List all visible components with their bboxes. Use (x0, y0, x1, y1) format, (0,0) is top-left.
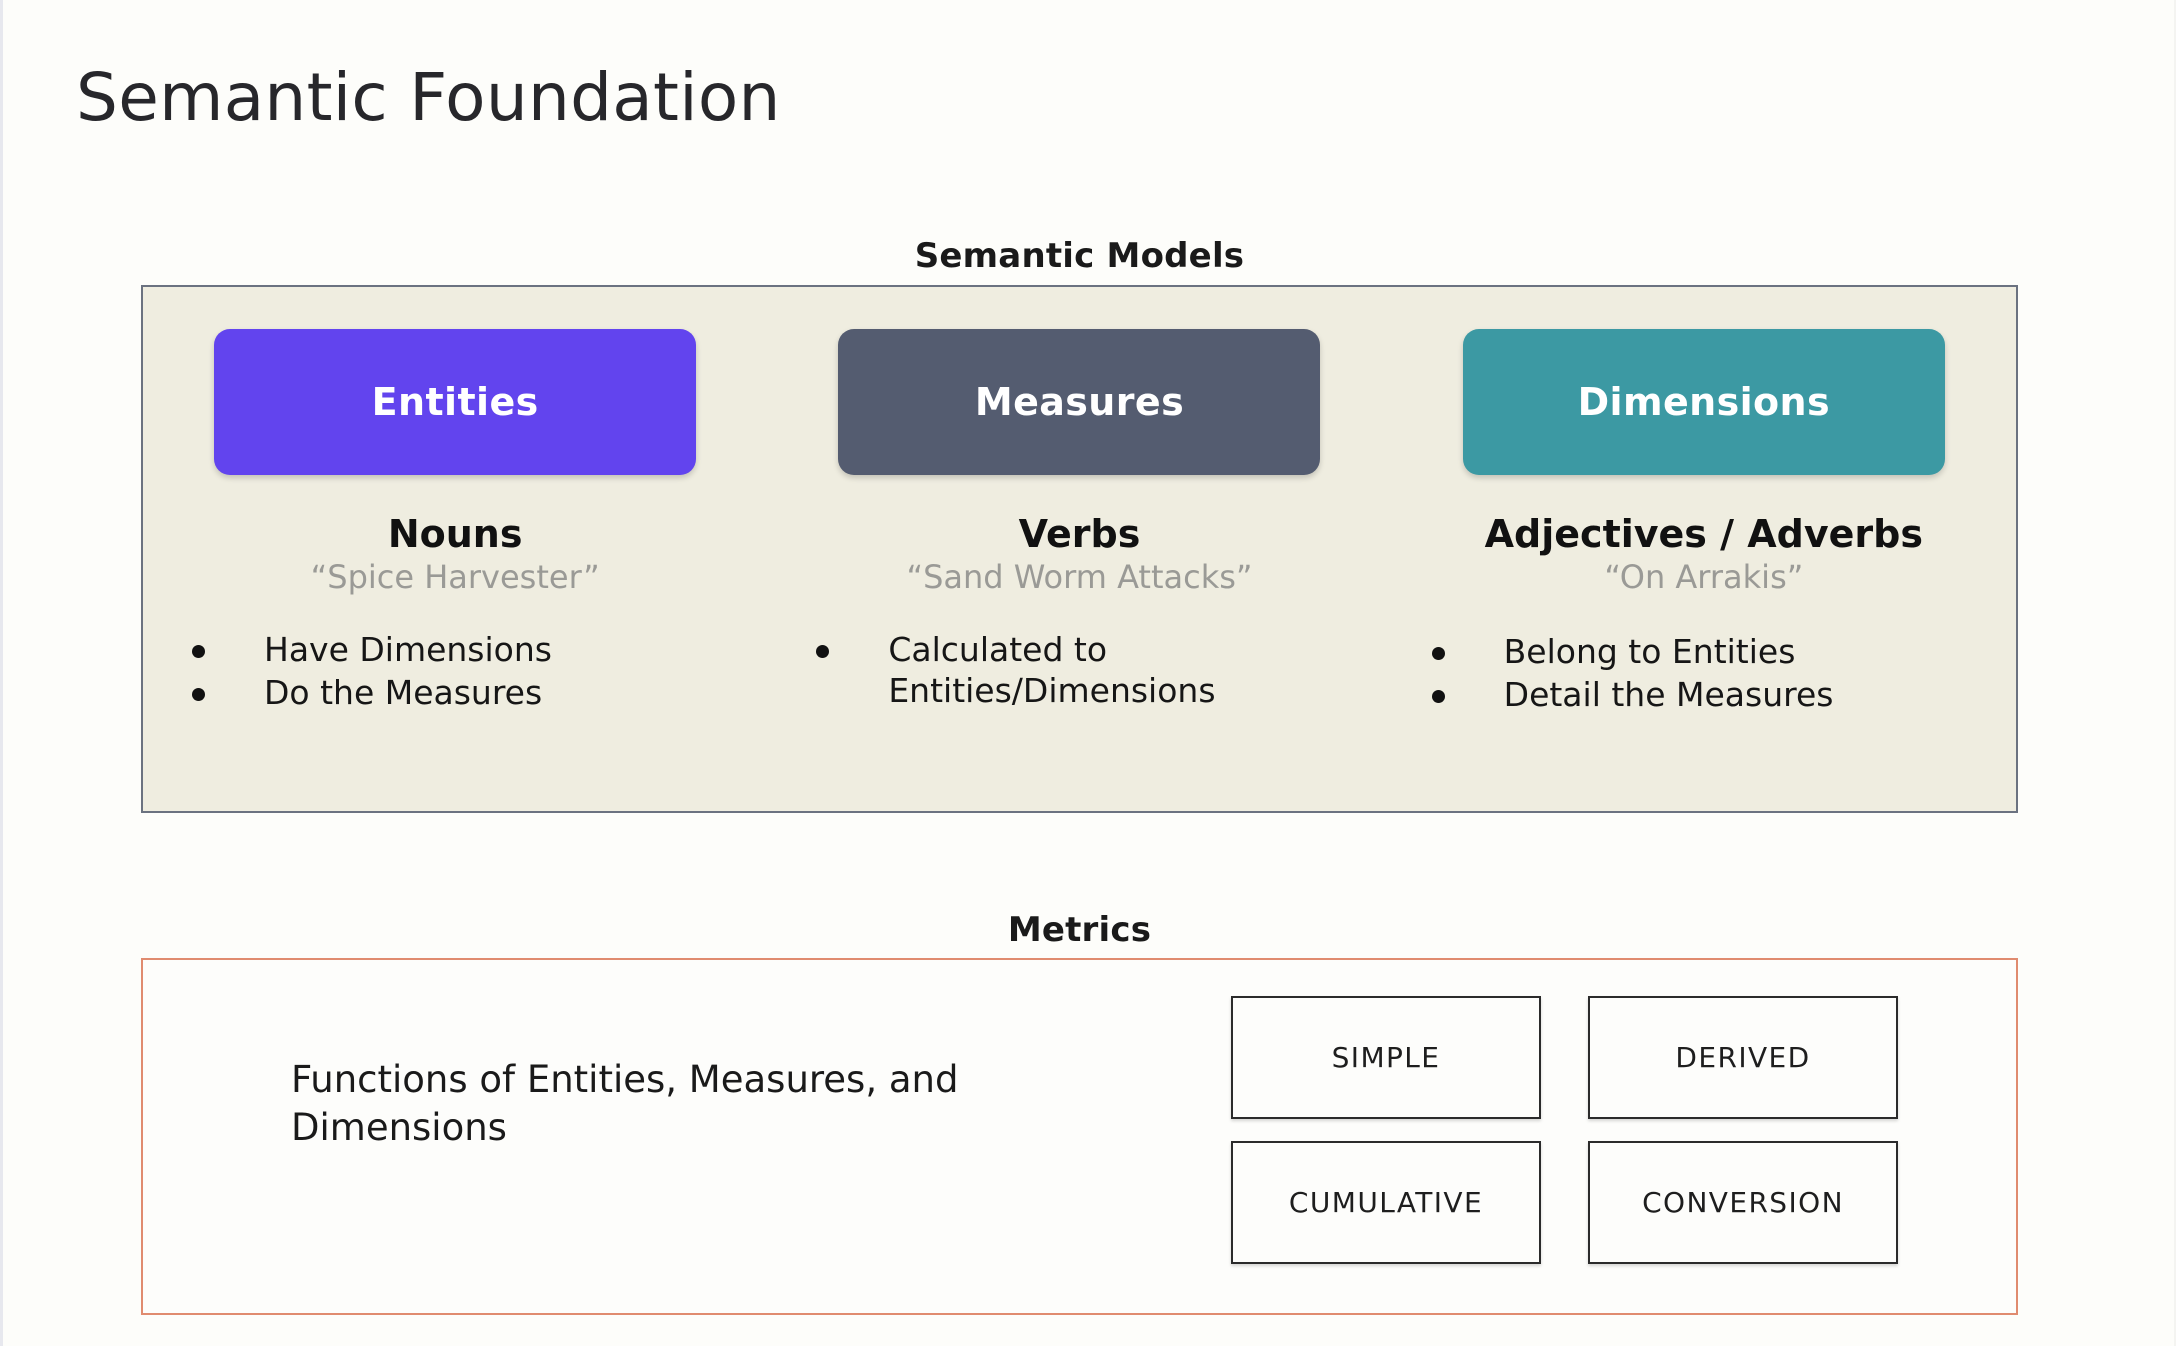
measures-part-of-speech: Verbs (1018, 512, 1141, 556)
page-title: Semantic Foundation (76, 59, 781, 136)
semantic-model-column-dimensions: Dimensions Adjectives / Adverbs “On Arra… (1392, 287, 2016, 811)
metrics-type-grid: SIMPLE DERIVED CUMULATIVE CONVERSION (1231, 996, 1898, 1264)
dimensions-bullet-list: Belong to Entities Detail the Measures (1352, 632, 2056, 717)
list-item-label: Do the Measures (264, 672, 543, 712)
semantic-model-column-entities: Entities Nouns “Spice Harvester” Have Di… (143, 287, 767, 811)
metrics-heading: Metrics (1007, 910, 1152, 950)
list-item: Have Dimensions (192, 630, 816, 670)
semantic-models-heading: Semantic Models (914, 236, 1245, 276)
dimensions-example: “On Arrakis” (1604, 557, 1804, 596)
metric-type-derived[interactable]: DERIVED (1588, 996, 1898, 1119)
semantic-models-panel: Entities Nouns “Spice Harvester” Have Di… (141, 285, 2018, 813)
measures-pill[interactable]: Measures (838, 329, 1321, 475)
dimensions-pill[interactable]: Dimensions (1462, 329, 1945, 475)
bullet-dot-icon (192, 687, 205, 701)
entities-pill[interactable]: Entities (214, 329, 697, 475)
measures-bullet-list: Calculated to Entities/Dimensions (718, 630, 1440, 713)
metrics-description: Functions of Entities, Measures, and Dim… (291, 1058, 959, 1150)
metric-type-cumulative[interactable]: CUMULATIVE (1231, 1141, 1541, 1264)
bullet-dot-icon (1431, 689, 1445, 703)
list-item: Belong to Entities (1431, 632, 2056, 672)
semantic-model-column-measures: Measures Verbs “Sand Worm Attacks” Calcu… (767, 287, 1391, 811)
bullet-dot-icon (816, 645, 830, 659)
list-item-label: Have Dimensions (264, 630, 552, 670)
entities-part-of-speech: Nouns (387, 512, 523, 556)
list-item-label: Belong to Entities (1503, 632, 1796, 672)
metric-type-conversion[interactable]: CONVERSION (1588, 1141, 1898, 1264)
slide-left-edge (0, 0, 3, 1346)
measures-example: “Sand Worm Attacks” (906, 557, 1253, 596)
list-item: Detail the Measures (1431, 674, 2056, 715)
semantic-models-columns: Entities Nouns “Spice Harvester” Have Di… (143, 287, 2016, 811)
list-item-label: Detail the Measures (1503, 674, 1834, 714)
entities-bullet-list: Have Dimensions Do the Measures (94, 630, 816, 715)
metric-type-simple[interactable]: SIMPLE (1231, 996, 1541, 1119)
metrics-panel: Functions of Entities, Measures, and Dim… (141, 958, 2018, 1315)
list-item-label: Calculated to Entities/Dimensions (888, 630, 1216, 710)
slide-right-edge (2174, 0, 2176, 1346)
entities-example: “Spice Harvester” (310, 557, 600, 596)
dimensions-part-of-speech: Adjectives / Adverbs (1484, 512, 1923, 556)
list-item: Calculated to Entities/Dimensions (816, 630, 1440, 711)
list-item: Do the Measures (192, 673, 816, 713)
bullet-dot-icon (1431, 647, 1445, 661)
bullet-dot-icon (192, 645, 205, 659)
